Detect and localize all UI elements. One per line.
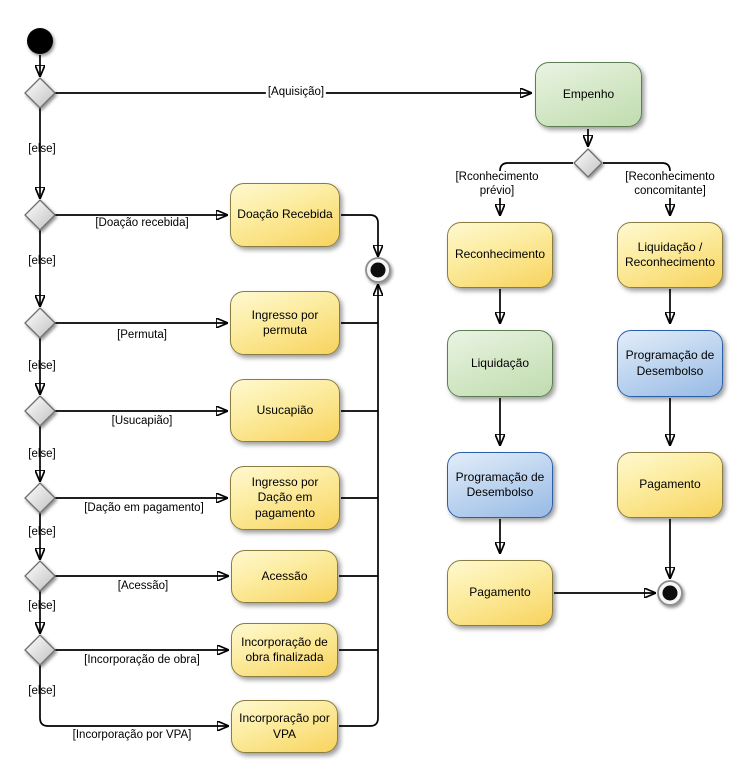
guard-else-3: [else] (28, 360, 56, 372)
activity-incorporacao-vpa: Incorporação por VPA (231, 700, 338, 753)
guard-else-1: [else] (28, 143, 56, 155)
decision-reconhecimento (573, 148, 603, 178)
guard-reconhecimento-previo: [Rconhecimento prévio] (453, 171, 541, 199)
activity-ingresso-dacao: Ingresso por Dação em pagamento (230, 466, 340, 530)
edge-doacao-to-final (341, 214, 378, 256)
activity-acessao: Acessão (231, 550, 338, 603)
guard-else-4: [else] (28, 448, 56, 460)
guard-permuta: [Permuta] (117, 329, 167, 341)
guard-incorporacao-obra: [Incorporação de obra] (84, 654, 200, 666)
final-node-left (365, 257, 391, 283)
activity-prog-desembolso-concomitante: Programação de Desembolso (617, 330, 723, 397)
guard-acessao: [Acessão] (117, 580, 169, 592)
decision-aquisicao (24, 77, 56, 109)
guard-dacao-pagamento: [Dação em pagamento] (84, 502, 204, 514)
activity-reconhecimento: Reconhecimento (447, 222, 553, 288)
decision-dacao (24, 482, 56, 514)
guard-else-7: [else] (28, 685, 56, 697)
activity-prog-desembolso-previo: Programação de Desembolso (447, 452, 553, 518)
guard-reconhecimento-concomitante: [Reconhecimento concomitante] (623, 171, 717, 199)
decision-incorporacao (24, 634, 56, 666)
edge-concomitante-branch (603, 162, 670, 215)
guard-else-5: [else] (28, 526, 56, 538)
final-node-right (657, 580, 683, 606)
guard-doacao-recebida: [Doação recebida] (95, 217, 189, 229)
activity-liquidacao-reconhecimento: Liquidação / Reconhecimento (617, 222, 723, 288)
activity-pagamento-concomitante: Pagamento (617, 452, 723, 518)
edge-collector-to-final (339, 285, 378, 727)
guard-usucapiao: [Usucapião] (111, 415, 173, 427)
decision-permuta (24, 307, 56, 339)
activity-usucapiao: Usucapião (230, 379, 340, 442)
edge-incorporacao-vpa (39, 665, 228, 726)
activity-doacao-recebida: Doação Recebida (230, 183, 340, 247)
activity-incorporacao-obra: Incorporação de obra finalizada (231, 623, 338, 677)
guard-else-2: [else] (28, 255, 56, 267)
guard-else-6: [else] (28, 600, 56, 612)
activity-liquidacao: Liquidação (447, 330, 553, 397)
guard-incorporacao-vpa: [Incorporação por VPA] (72, 729, 192, 741)
decision-doacao (24, 199, 56, 231)
decision-acessao (24, 560, 56, 592)
guard-aquisicao: [Aquisição] (265, 86, 327, 98)
start-node (27, 28, 53, 54)
edge-previo-branch (500, 162, 573, 215)
decision-usucapiao (24, 395, 56, 427)
activity-pagamento-previo: Pagamento (447, 560, 553, 626)
activity-ingresso-permuta: Ingresso por permuta (230, 291, 340, 355)
activity-empenho: Empenho (535, 62, 642, 127)
